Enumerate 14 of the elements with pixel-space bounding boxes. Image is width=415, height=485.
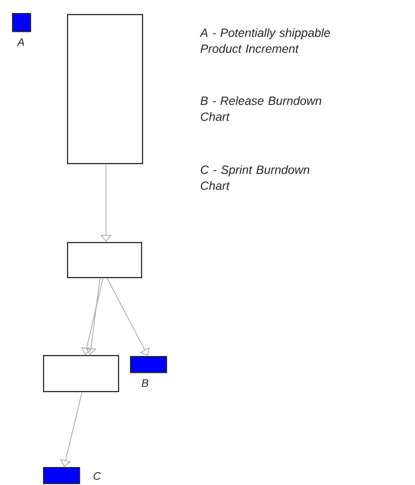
process-box (67, 14, 144, 164)
legend-note: B - Release Burndown Chart (200, 96, 322, 121)
legend-note: C - Sprint Burndown Chart (200, 165, 310, 190)
letter-label: A (16, 38, 24, 46)
process-box (43, 355, 120, 392)
chart-block (130, 356, 168, 374)
chart-block (12, 13, 32, 32)
chart-block (43, 467, 80, 484)
arrow (106, 278, 150, 356)
letter-label: C (94, 472, 101, 480)
process-box (67, 242, 142, 278)
arrow (81, 278, 104, 355)
letter-label: B (142, 379, 148, 387)
legend-note: A - Potentially shippable Product Increment (200, 28, 330, 53)
